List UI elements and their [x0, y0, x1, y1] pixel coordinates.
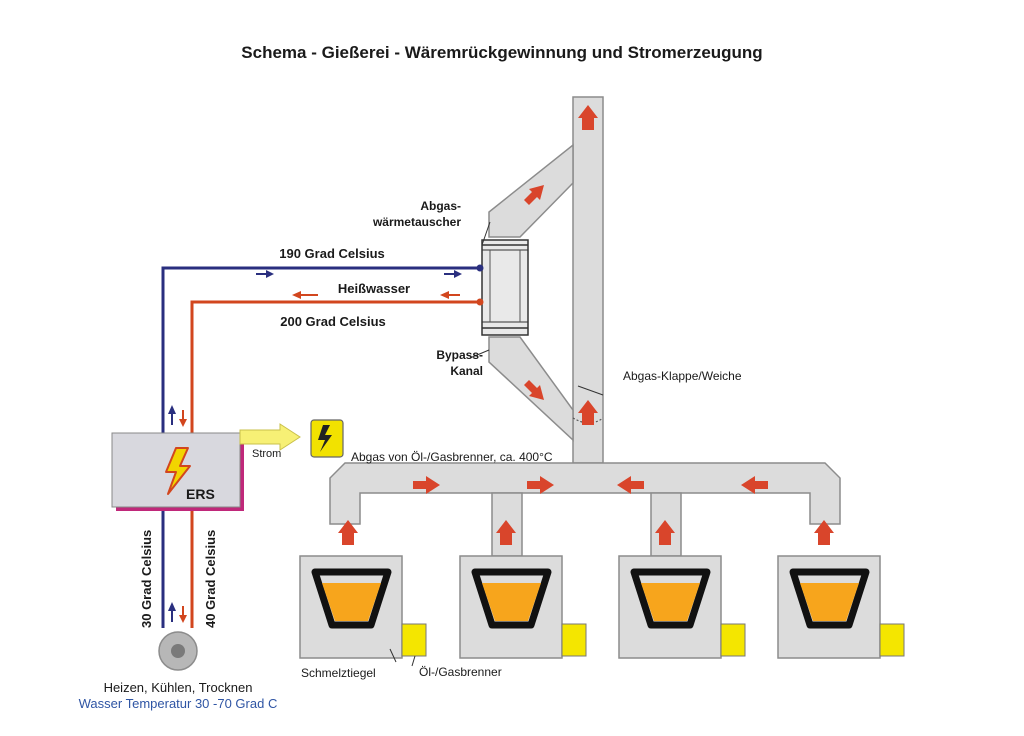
furnace-3 [618, 555, 746, 659]
usage-label: Heizen, Kühlen, Trocknen [104, 680, 253, 695]
heat-exchanger [481, 239, 529, 336]
hot-water-label: Heißwasser [338, 281, 410, 296]
temp-30-label: 30 Grad Celsius [139, 530, 154, 628]
flow-arrow-icon [338, 105, 834, 545]
crucible-label: Schmelztiegel [301, 666, 376, 680]
temp-190-label: 190 Grad Celsius [279, 246, 385, 261]
collector-duct [329, 462, 841, 525]
exhaust-gas-label: Abgas von Öl-/Gasbrenner, ca. 400°C [351, 450, 553, 464]
furnace-4 [777, 555, 905, 659]
furnaces [299, 555, 905, 659]
furnace-2 [459, 555, 587, 659]
cold-pipe-connector [476, 264, 484, 272]
temp-200-label: 200 Grad Celsius [280, 314, 386, 329]
power-output-arrow [239, 423, 301, 451]
lightning-icon [310, 419, 344, 458]
bypass-leader [469, 349, 490, 359]
ers-unit [111, 432, 244, 511]
damper-label: Abgas-Klappe/Weiche [623, 369, 742, 383]
power-label: Strom [252, 448, 281, 460]
diagram-title: Schema - Gießerei - Wäremrückgewinnung u… [241, 43, 762, 62]
bypass-label-2: Kanal [450, 364, 483, 378]
cold-pipe-upper [161, 266, 480, 433]
hot-pipe-connector [476, 298, 484, 306]
water-temp-label: Wasser Temperatur 30 -70 Grad C [79, 696, 278, 711]
pump-icon [158, 631, 198, 671]
heat-exchanger-label-2: wärmetauscher [372, 215, 461, 229]
hot-pipe-upper [190, 300, 480, 433]
damper-leader [577, 385, 604, 396]
pipe-arrows [168, 270, 462, 623]
heat-exchanger-label-1: Abgas- [420, 199, 461, 213]
temp-40-label: 40 Grad Celsius [203, 530, 218, 628]
furnace-1 [299, 555, 427, 659]
water-pipes [161, 266, 480, 628]
ers-label: ERS [186, 486, 215, 502]
lightning-icon [165, 447, 191, 495]
crucible-leader [389, 648, 397, 663]
bypass-label-1: Bypass- [436, 348, 483, 362]
exchanger-leader [481, 221, 491, 246]
burner-label: Öl-/Gasbrenner [419, 665, 502, 679]
burner-leader [411, 655, 416, 667]
